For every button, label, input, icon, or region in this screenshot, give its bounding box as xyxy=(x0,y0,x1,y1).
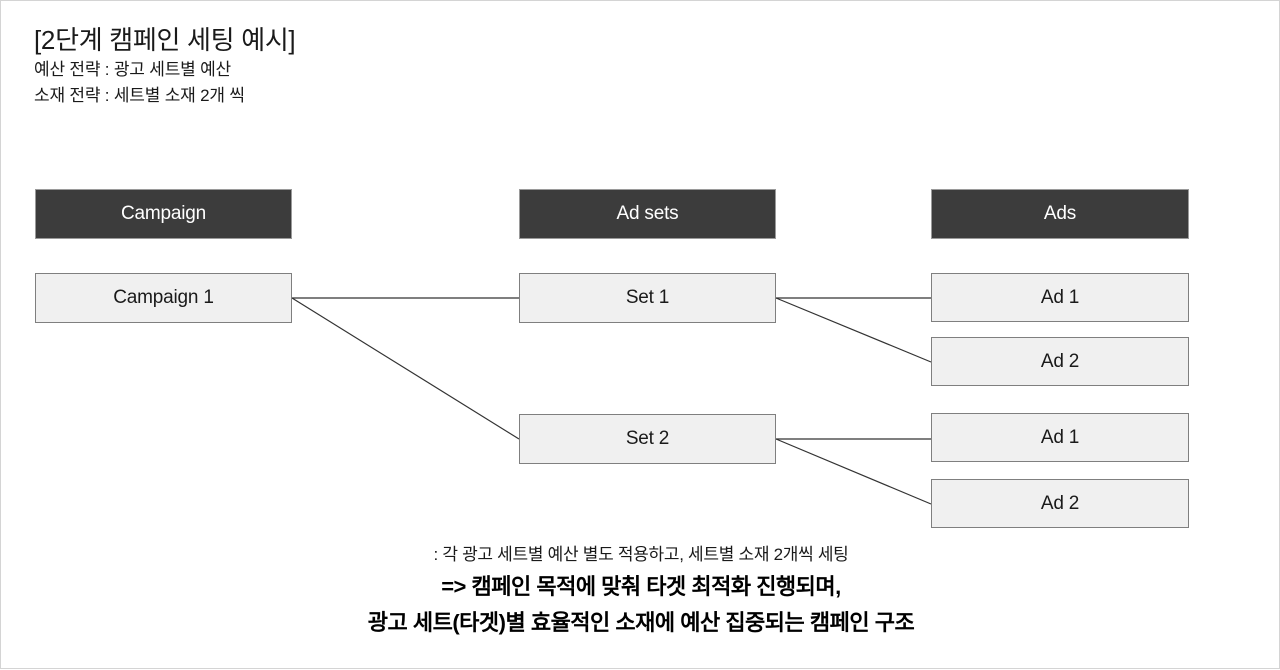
column-header-campaign: Campaign xyxy=(35,189,292,239)
edge-set2-ad2 xyxy=(775,438,932,505)
node-set-2[interactable]: Set 2 xyxy=(519,414,776,464)
node-set1-ad-1[interactable]: Ad 1 xyxy=(931,273,1189,322)
subtitle-budget-strategy: 예산 전략 : 광고 세트별 예산 xyxy=(34,60,231,79)
node-campaign-1[interactable]: Campaign 1 xyxy=(35,273,292,323)
node-set-1[interactable]: Set 1 xyxy=(519,273,776,323)
footer-block: : 각 광고 세트별 예산 별도 적용하고, 세트별 소재 2개씩 세팅 => … xyxy=(1,541,1280,641)
edge-campaign1-set2 xyxy=(291,297,520,440)
node-set1-ad-2[interactable]: Ad 2 xyxy=(931,337,1189,386)
page-title: [2단계 캠페인 세팅 예시] xyxy=(34,25,296,55)
node-set2-ad-2[interactable]: Ad 2 xyxy=(931,479,1189,528)
footer-conclusion-line-2: 광고 세트(타겟)별 효율적인 소재에 예산 집중되는 캠페인 구조 xyxy=(367,610,915,635)
subtitle-creative-strategy: 소재 전략 : 세트별 소재 2개 씩 xyxy=(34,86,245,105)
header-block: [2단계 캠페인 세팅 예시] 예산 전략 : 광고 세트별 예산 소재 전략 … xyxy=(34,23,734,109)
footer-conclusion-line-1: => 캠페인 목적에 맞춰 타겟 최적화 진행되며, xyxy=(441,574,841,599)
column-header-ads: Ads xyxy=(931,189,1189,239)
footer-note: : 각 광고 세트별 예산 별도 적용하고, 세트별 소재 2개씩 세팅 xyxy=(433,545,849,564)
column-header-ad-sets: Ad sets xyxy=(519,189,776,239)
edge-set1-ad2 xyxy=(775,297,932,363)
node-set2-ad-1[interactable]: Ad 1 xyxy=(931,413,1189,462)
